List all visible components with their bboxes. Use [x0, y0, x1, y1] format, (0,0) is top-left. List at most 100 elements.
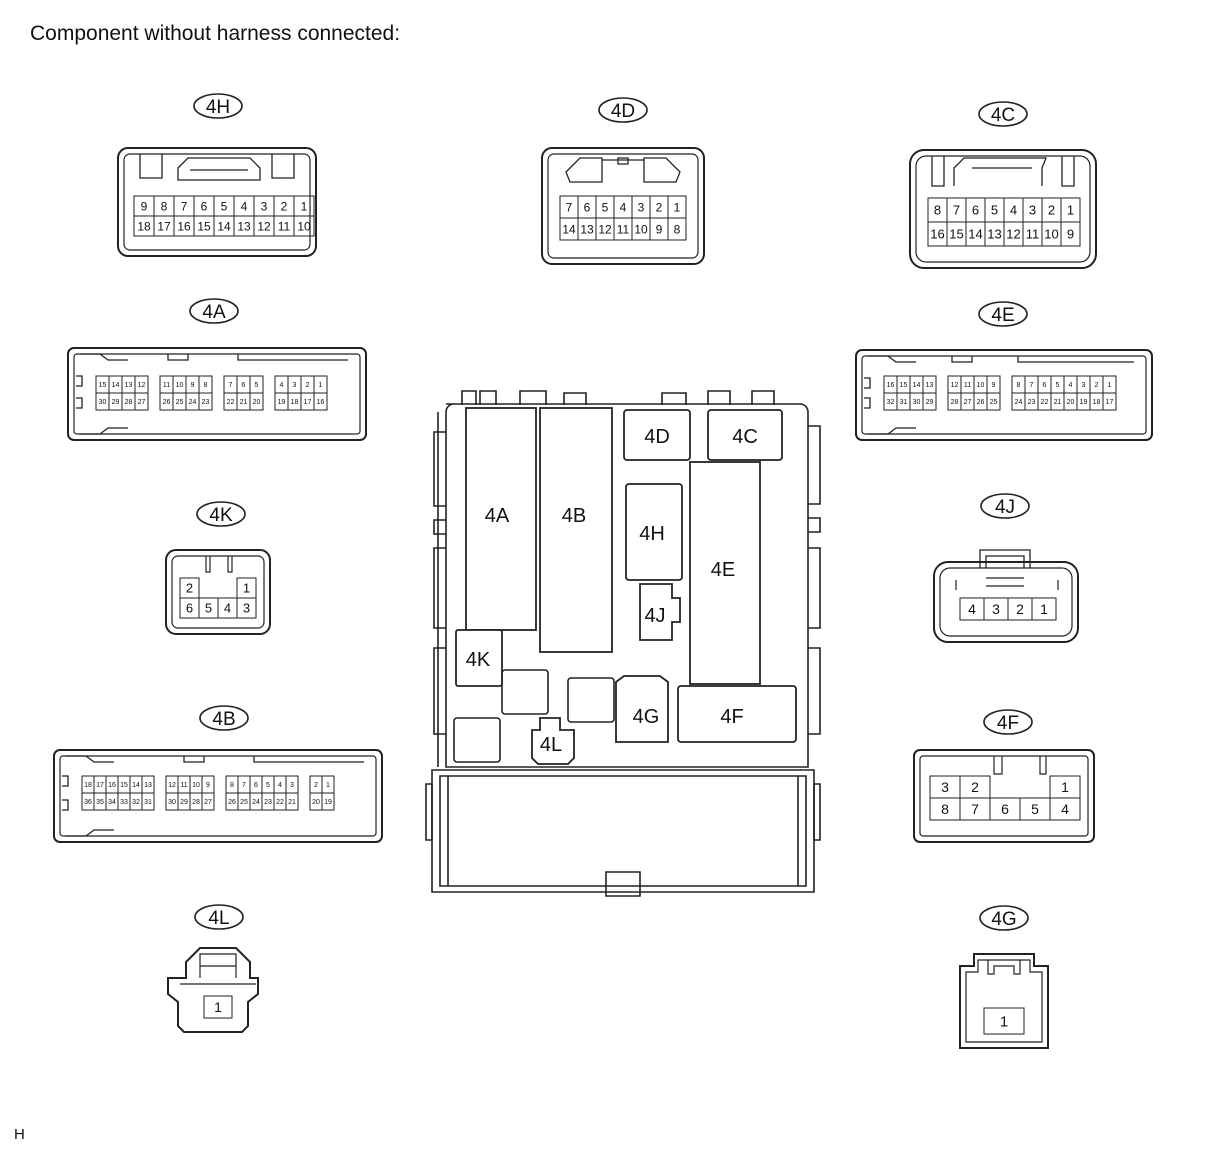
connector-4C-label: 4C — [991, 105, 1015, 126]
pin-number: 4 — [968, 601, 976, 617]
pin-number: 17 — [1106, 399, 1114, 406]
pin-number: 14 — [132, 782, 140, 789]
pin-number: 30 — [168, 799, 176, 806]
pin-number: 36 — [84, 799, 92, 806]
pin-number: 4 — [1010, 203, 1017, 218]
connector-4B-label: 4B — [212, 709, 235, 730]
pin-number: 15 — [900, 382, 908, 389]
pin-number: 29 — [926, 399, 934, 406]
pin-number: 10 — [297, 219, 311, 233]
pin-number: 14 — [217, 219, 231, 233]
pin-number: 12 — [138, 382, 146, 389]
pin-number: 3 — [941, 779, 949, 795]
pin-number: 4 — [280, 382, 284, 389]
pin-number: 5 — [255, 382, 259, 389]
connector-4G: 4G 1 — [959, 905, 1049, 1049]
pin-number: 9 — [1067, 227, 1074, 242]
pin-number: 6 — [972, 203, 979, 218]
pin-number: 2 — [281, 199, 288, 213]
junction-labels: 4A 4B 4D 4C 4H 4E 4J 4K 4G 4F 4L — [466, 426, 758, 756]
pin-number: 5 — [1031, 801, 1039, 817]
pin-number: 23 — [264, 799, 272, 806]
connector-4F-label: 4F — [997, 713, 1019, 734]
pin-number: 5 — [221, 199, 228, 213]
socket-4B — [539, 407, 613, 653]
connector-4J-label: 4J — [995, 497, 1015, 518]
pin-number: 31 — [900, 399, 908, 406]
pin-number: 22 — [276, 799, 284, 806]
jb-label-4A: 4A — [485, 505, 510, 527]
pin-number: 7 — [971, 801, 979, 817]
pin-number: 13 — [987, 227, 1001, 242]
pin-number: 18 — [137, 219, 151, 233]
pin-number: 3 — [1082, 382, 1086, 389]
pin-number: 3 — [243, 601, 250, 616]
pin-number: 26 — [163, 399, 171, 406]
pin-number: 6 — [242, 382, 246, 389]
pin-number: 12 — [257, 219, 271, 233]
pin-number: 9 — [206, 782, 210, 789]
pin-number: 3 — [992, 601, 1000, 617]
pin-number: 2 — [1048, 203, 1055, 218]
pin-number: 7 — [953, 203, 960, 218]
connector-4D-label: 4D — [611, 101, 635, 122]
pin-number: 27 — [964, 399, 972, 406]
jb-label-4B: 4B — [562, 505, 586, 527]
jb-label-4H: 4H — [639, 523, 665, 545]
jb-label-4D: 4D — [644, 426, 670, 448]
pin-number: 16 — [887, 382, 895, 389]
pin-cell — [203, 995, 233, 1019]
pin-number: 4 — [1061, 801, 1069, 817]
pin-number: 9 — [656, 222, 663, 236]
jb-label-4C: 4C — [732, 426, 758, 448]
pin-number: 6 — [584, 200, 591, 214]
connector-4K-label: 4K — [209, 505, 233, 526]
socket-4D — [623, 409, 691, 461]
pin-number: 10 — [176, 382, 184, 389]
pin-number: 9 — [191, 382, 195, 389]
pin-cell — [285, 792, 299, 811]
pin-number: 11 — [180, 782, 187, 789]
pin-number: 4 — [241, 199, 248, 213]
pin-cell — [313, 392, 328, 411]
pin-number: 11 — [617, 222, 630, 236]
pin-number: 2 — [971, 779, 979, 795]
pin-number: 19 — [1080, 399, 1088, 406]
socket-4H — [625, 483, 683, 581]
pin-number: 15 — [197, 219, 211, 233]
pin-number: 13 — [926, 382, 934, 389]
pin-number: 21 — [288, 799, 296, 806]
pin-number: 8 — [941, 801, 949, 817]
pin-cell — [667, 217, 687, 241]
pin-number: 23 — [202, 399, 210, 406]
pin-number: 14 — [562, 222, 576, 236]
pin-number: 25 — [990, 399, 998, 406]
pin-number: 10 — [634, 222, 648, 236]
pin-number: 14 — [913, 382, 921, 389]
pin-number: 20 — [312, 799, 320, 806]
pin-number: 16 — [317, 399, 325, 406]
pin-number: 33 — [120, 799, 128, 806]
pin-number: 5 — [266, 782, 270, 789]
pin-number: 12 — [951, 382, 959, 389]
pin-number: 8 — [230, 782, 234, 789]
pin-number: 3 — [290, 782, 294, 789]
pin-number: 14 — [968, 227, 982, 242]
pin-number: 3 — [638, 200, 645, 214]
connector-4L: 4L 1 — [167, 904, 259, 1033]
pin-number: 9 — [141, 199, 148, 213]
pin-cell — [1031, 597, 1057, 621]
pin-number: 7 — [566, 200, 573, 214]
pin-number: 15 — [949, 227, 963, 242]
pin-number: 7 — [229, 382, 233, 389]
pin-number: 13 — [144, 782, 152, 789]
pin-number: 32 — [887, 399, 895, 406]
pin-number: 11 — [964, 382, 971, 389]
pin-number: 16 — [930, 227, 944, 242]
